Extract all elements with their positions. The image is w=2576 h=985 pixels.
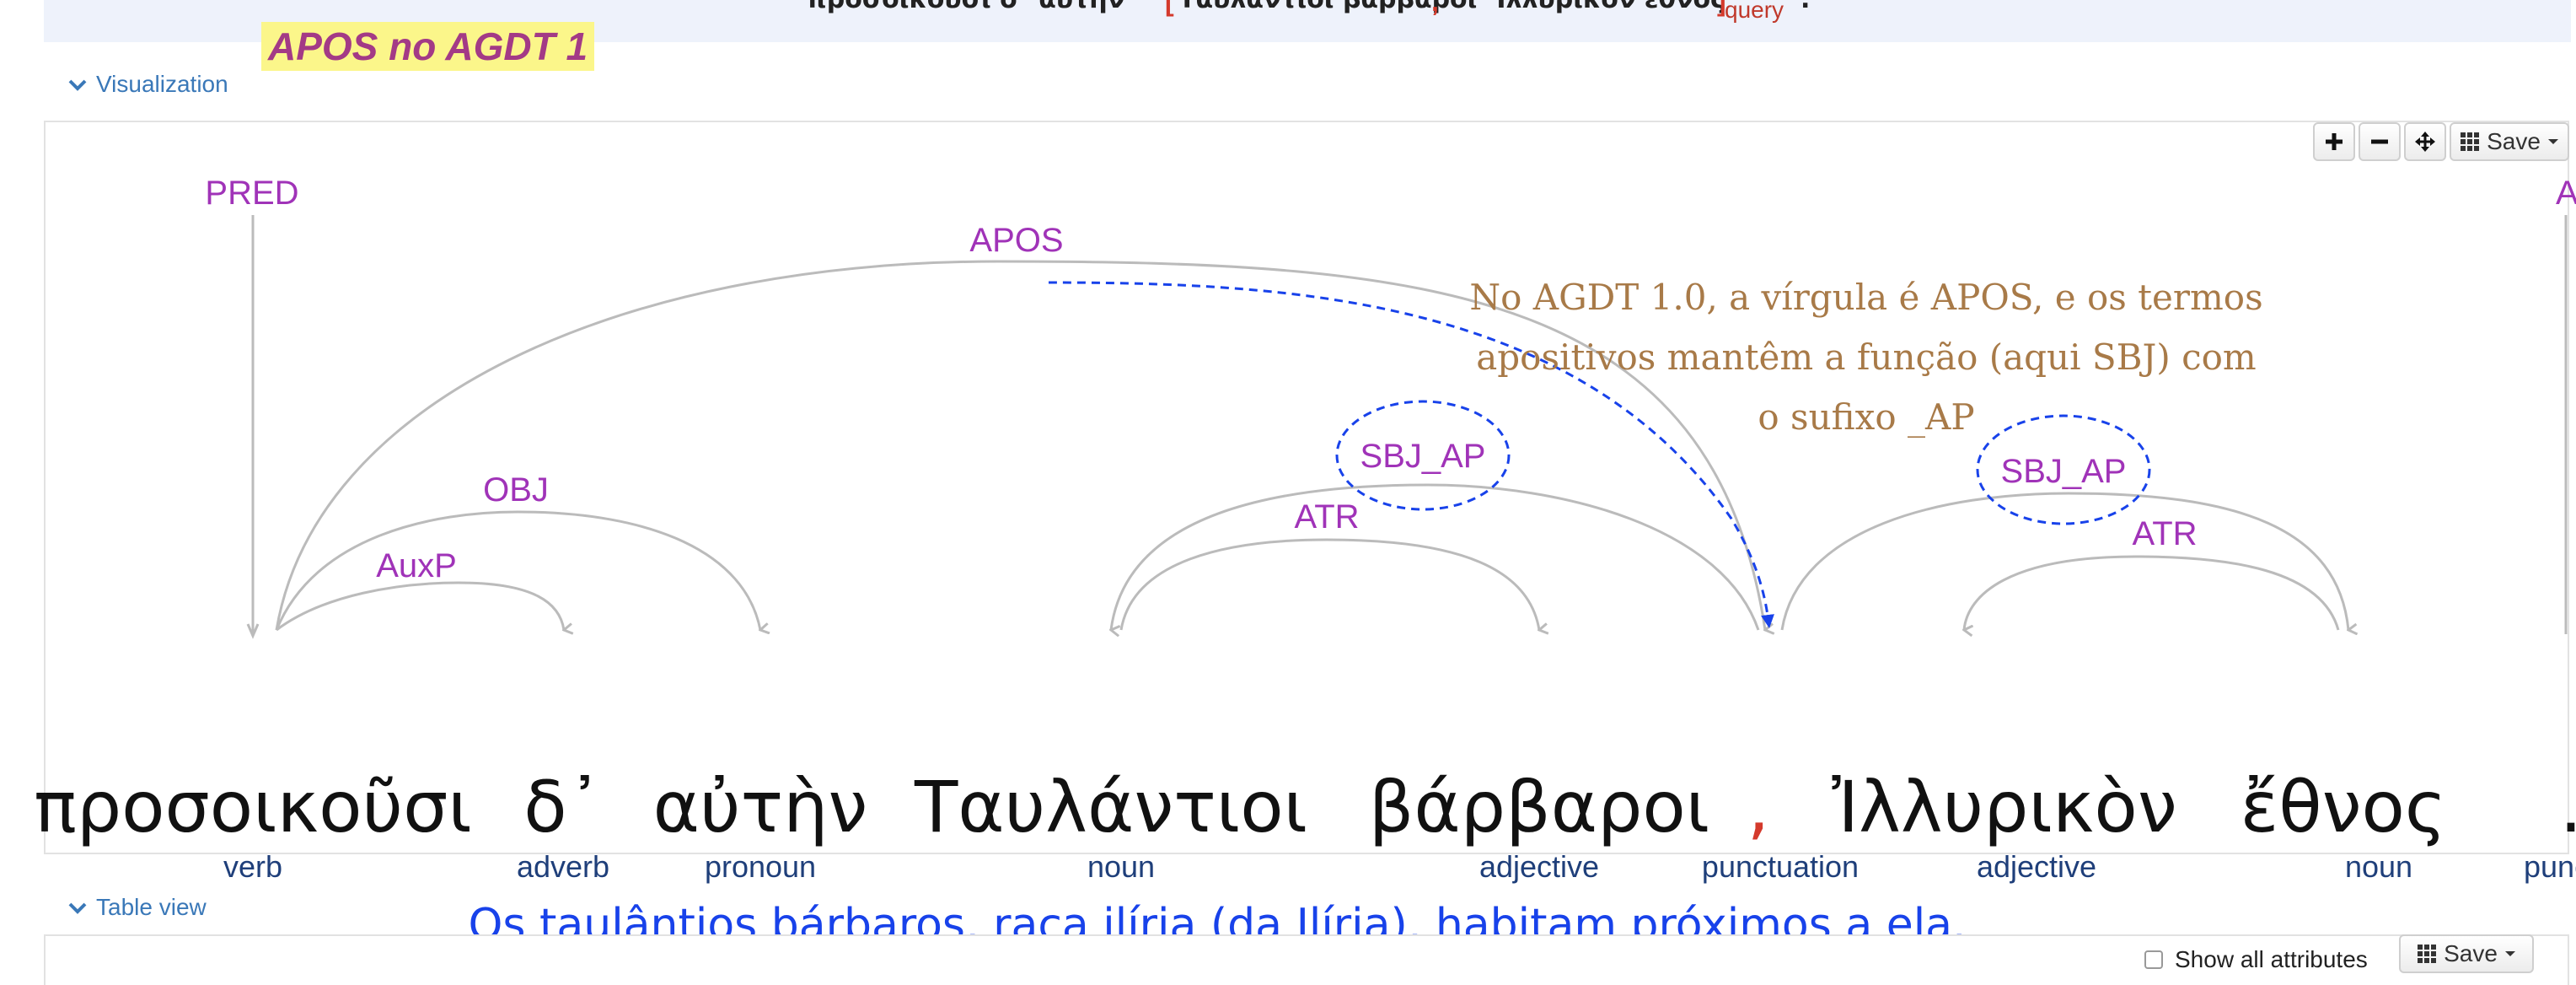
token-pos: pronoun: [704, 849, 817, 884]
save-dropdown-button[interactable]: Save: [2450, 122, 2569, 161]
visualization-toggle[interactable]: Visualization: [67, 71, 228, 98]
caret-down-icon: [2504, 951, 2515, 956]
apos-highlight-arrow: [1048, 281, 1774, 628]
table-save-dropdown-button[interactable]: Save: [2399, 934, 2534, 973]
table-view-toggle[interactable]: Table view: [67, 894, 207, 921]
save-label: Save: [2487, 128, 2541, 154]
query-fragment-3: Ἰλλυρικὸν ἔθνος: [1494, 0, 1725, 14]
label-obj: OBJ: [483, 471, 549, 509]
token-pos: verb: [223, 849, 283, 884]
token-form[interactable]: δ᾽: [523, 766, 603, 848]
chevron-down-icon: [68, 902, 87, 914]
zoom-out-button[interactable]: [2359, 122, 2401, 161]
label-sbj-ap-1: SBJ_AP: [1360, 438, 1486, 475]
label-sbj-ap-2: SBJ_AP: [2000, 453, 2127, 490]
query-label: query: [1725, 0, 1784, 23]
arc-atr-1: [1119, 538, 1539, 630]
minus-icon: [2371, 139, 2388, 144]
show-all-label: Show all attributes: [2175, 946, 2368, 972]
caret-down-icon: [2547, 139, 2558, 144]
query-period: .: [1801, 0, 1810, 14]
query-comma: ,: [1431, 0, 1439, 17]
dependency-tree: [246, 215, 2568, 639]
note-line: o sufixo _AP: [1758, 396, 1975, 438]
query-fragment-2: Ταυλάντιοι βάρβαροι: [1178, 0, 1477, 14]
label-atr-1: ATR: [1294, 498, 1360, 536]
note-line: apositivos mantêm a função (aqui SBJ) co…: [1476, 336, 2257, 378]
token-form[interactable]: προσοικοῦσι: [34, 766, 472, 848]
note-line: No AGDT 1.0, a vírgula é APOS, e os term…: [1469, 277, 2263, 318]
query-bracket-open: [: [1165, 0, 1174, 17]
arc-sbj-ap-2: [1780, 492, 2348, 630]
arc-sbj-ap-1: [1111, 483, 1760, 630]
label-apos: APOS: [969, 222, 1064, 259]
token-pos: punctuation: [1701, 849, 1860, 884]
token-form[interactable]: .: [2560, 772, 2576, 842]
zoom-in-button[interactable]: [2313, 122, 2355, 161]
sbj-ap-2-highlight: [1976, 414, 2151, 525]
grid-icon: [2461, 132, 2480, 151]
token-pos: noun: [2344, 849, 2413, 884]
arc-atr-2: [1964, 555, 2340, 630]
query-bracket-close: ]: [1717, 0, 1726, 17]
plus-icon: [2326, 133, 2343, 150]
token-form[interactable]: ἔθνος: [2240, 766, 2447, 848]
show-all-checkbox[interactable]: [2144, 950, 2163, 969]
grid-icon: [2418, 945, 2437, 963]
move-arrows-icon: [2415, 132, 2435, 152]
label-aux: Aux: [2556, 175, 2576, 212]
arc-auxp: [276, 581, 564, 630]
token-form[interactable]: αὐτὴν: [652, 766, 868, 848]
fit-view-button[interactable]: [2404, 122, 2446, 161]
token-pos: adverb: [516, 849, 610, 884]
annotation-banner: APOS no AGDT 1: [261, 22, 595, 71]
token-form[interactable]: βάρβαροι: [1368, 766, 1710, 848]
visualization-panel: PRED APOS OBJ AuxP SBJ_AP ATR SBJ_AP ATR…: [34, 121, 2576, 950]
query-fragment-1: προσοικοῦσι δ᾽ αὐτὴν: [807, 0, 1124, 14]
label-auxp: AuxP: [376, 547, 457, 584]
token-pos: adjective: [1479, 849, 1600, 884]
token-form-comma[interactable]: ,: [1747, 766, 1770, 848]
token-pos: noun: [1087, 849, 1156, 884]
table-view-label: Table view: [96, 894, 207, 920]
token-form[interactable]: Ἰλλυρικὸν: [1832, 766, 2177, 848]
sbj-ap-1-highlight: [1335, 400, 1511, 511]
arc-pred-head: [246, 623, 260, 639]
arc-obj: [275, 510, 760, 630]
token-pos: punctu: [2524, 849, 2576, 884]
show-all-attributes[interactable]: Show all attributes: [2144, 946, 2368, 973]
table-save-label: Save: [2444, 940, 2498, 966]
chevron-down-icon: [68, 79, 87, 91]
label-atr-2: ATR: [2132, 515, 2198, 552]
label-pred: PRED: [205, 175, 299, 212]
visualization-label: Visualization: [96, 71, 228, 97]
annotation-note: No AGDT 1.0, a vírgula é APOS, e os term…: [1445, 267, 2288, 447]
token-pos: adjective: [1976, 849, 2097, 884]
arc-apos: [275, 260, 1765, 630]
token-form[interactable]: Ταυλάντιοι: [914, 766, 1308, 848]
